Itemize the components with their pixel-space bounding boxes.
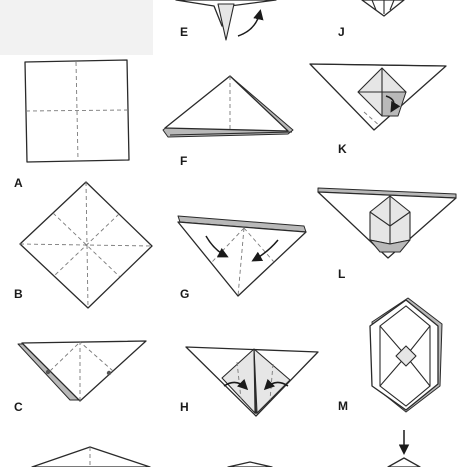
step-f-triangle [163, 76, 293, 137]
step-e-figure [176, 0, 276, 40]
label-b: B [14, 287, 23, 301]
step-partial-bottom-right [388, 430, 420, 467]
step-partial-bottom-middle [228, 462, 272, 467]
step-k-figure [310, 64, 446, 130]
label-c: C [14, 400, 23, 414]
step-h-triangle [186, 347, 318, 416]
label-g: G [180, 287, 189, 301]
blank-panel [0, 0, 153, 55]
label-m: M [338, 399, 348, 413]
label-l: L [338, 267, 345, 281]
step-m-figure [370, 298, 442, 412]
label-f: F [180, 154, 187, 168]
label-k: K [338, 142, 347, 156]
label-a: A [14, 176, 23, 190]
step-c-triangle [18, 341, 146, 401]
step-g-triangle [178, 216, 306, 296]
step-l-figure [318, 188, 456, 258]
step-j-figure [362, 0, 404, 16]
step-b-diamond [20, 182, 152, 308]
step-partial-bottom-left [32, 447, 150, 467]
label-h: H [180, 400, 189, 414]
label-e: E [180, 25, 188, 39]
label-j: J [338, 25, 345, 39]
step-a-square [25, 60, 129, 162]
